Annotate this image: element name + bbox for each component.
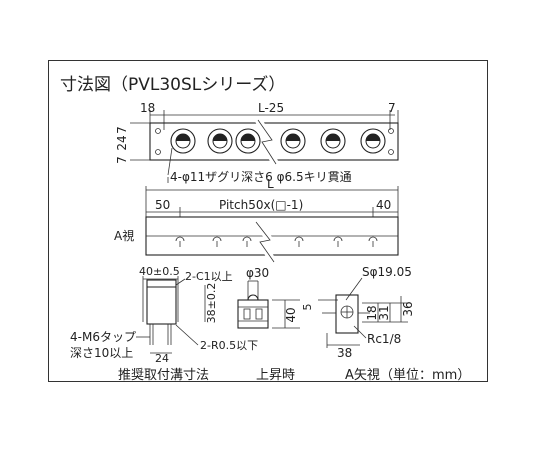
dim-pitch: Pitch50x(□-1) (219, 198, 303, 212)
dim-7-lower: 7 (115, 156, 129, 164)
hole-note: 4-φ11ザグリ深さ6 φ6.5キリ貫通 (170, 170, 352, 184)
groove-24: 24 (155, 352, 169, 365)
drawing-frame (48, 60, 488, 382)
a-18: 18 (365, 305, 379, 320)
dim-50: 50 (155, 198, 170, 212)
dim-18: 18 (140, 101, 155, 115)
dim-l: L (267, 177, 274, 191)
lift-detail: φ30 40 上昇時 (237, 266, 300, 383)
ball-unit (280, 128, 306, 154)
ball-unit (207, 128, 233, 154)
groove-caption: 推奨取付溝寸法 (118, 368, 209, 383)
lift-dia: φ30 (246, 266, 269, 280)
a-view-detail: 5 Sφ19.05 18 31 36 Rc1/8 38 A矢視 （単位：mm） (301, 265, 470, 383)
ball-unit (320, 128, 346, 154)
tap-spec: 4-M6タップ (70, 330, 136, 344)
dim-7-upper: 7 (115, 126, 129, 134)
groove-chamfer: 2-C1以上 (185, 270, 233, 283)
unit-note: （単位：mm） (380, 367, 470, 383)
a-caption: A矢視 (345, 368, 380, 383)
a-port: Rc1/8 (367, 332, 401, 346)
groove-detail: 40±0.5 2-C1以上 38±0.2 2-R0.5以下 4-M6タップ 深さ… (70, 265, 258, 383)
mount-hole (388, 128, 394, 134)
lift-height: 40 (284, 307, 298, 322)
mount-hole (388, 149, 394, 155)
a-ball-dia: Sφ19.05 (362, 265, 412, 279)
a-36: 36 (401, 301, 415, 316)
a-38: 38 (337, 346, 352, 360)
groove-width: 40±0.5 (139, 265, 180, 278)
mount-hole (155, 149, 161, 155)
ball-unit (235, 128, 261, 154)
a-31: 31 (377, 305, 391, 320)
dim-40: 40 (376, 198, 391, 212)
tap-depth: 深さ10以上 (70, 346, 133, 360)
lift-caption: 上昇時 (256, 368, 295, 383)
view-label-a: A視 (114, 228, 134, 243)
dim-l-25: L-25 (258, 101, 284, 115)
drawing-title: 寸法図（PVL30SLシリーズ） (60, 75, 285, 95)
mount-hole (155, 128, 161, 134)
groove-radius: 2-R0.5以下 (200, 339, 258, 352)
side-view: L 50 Pitch50x(□-1) 40 A視 (114, 177, 399, 265)
groove-depth: 38±0.2 (205, 283, 218, 324)
top-view: 18 L-25 7 (115, 101, 399, 184)
ball-unit (360, 128, 386, 154)
dim-24: 24 (115, 135, 129, 150)
ball-unit (170, 128, 196, 154)
dim-7-right: 7 (388, 101, 396, 115)
a-stroke: 5 (301, 304, 314, 311)
